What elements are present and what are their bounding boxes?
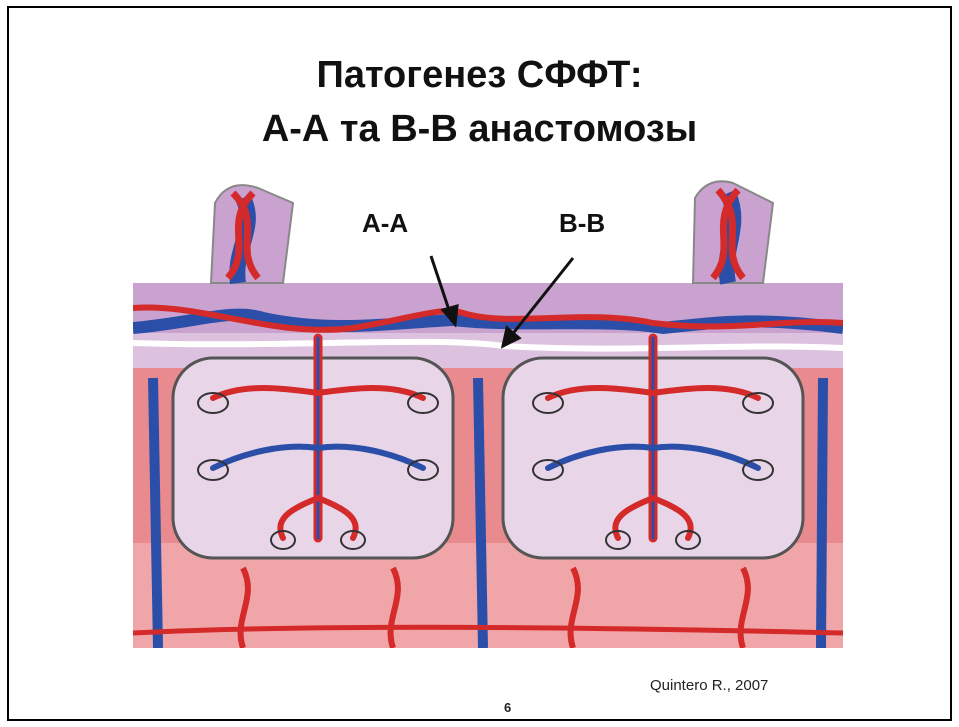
septum-vein-right-edge (821, 378, 823, 648)
citation: Quintero R., 2007 (650, 677, 768, 694)
septum-vein-center (478, 378, 483, 648)
placenta-anastomosis-illustration (133, 178, 843, 648)
slide-title-line1: Патогенез СФФТ: (0, 52, 959, 98)
left-cotyledon (173, 358, 453, 558)
slide-title-line2: А-А та В-В анастомозы (0, 106, 959, 152)
septum-vein-left-edge (153, 378, 158, 648)
page-number: 6 (504, 700, 511, 715)
label-vv: В-В (559, 208, 605, 239)
label-aa: А-А (362, 208, 408, 239)
